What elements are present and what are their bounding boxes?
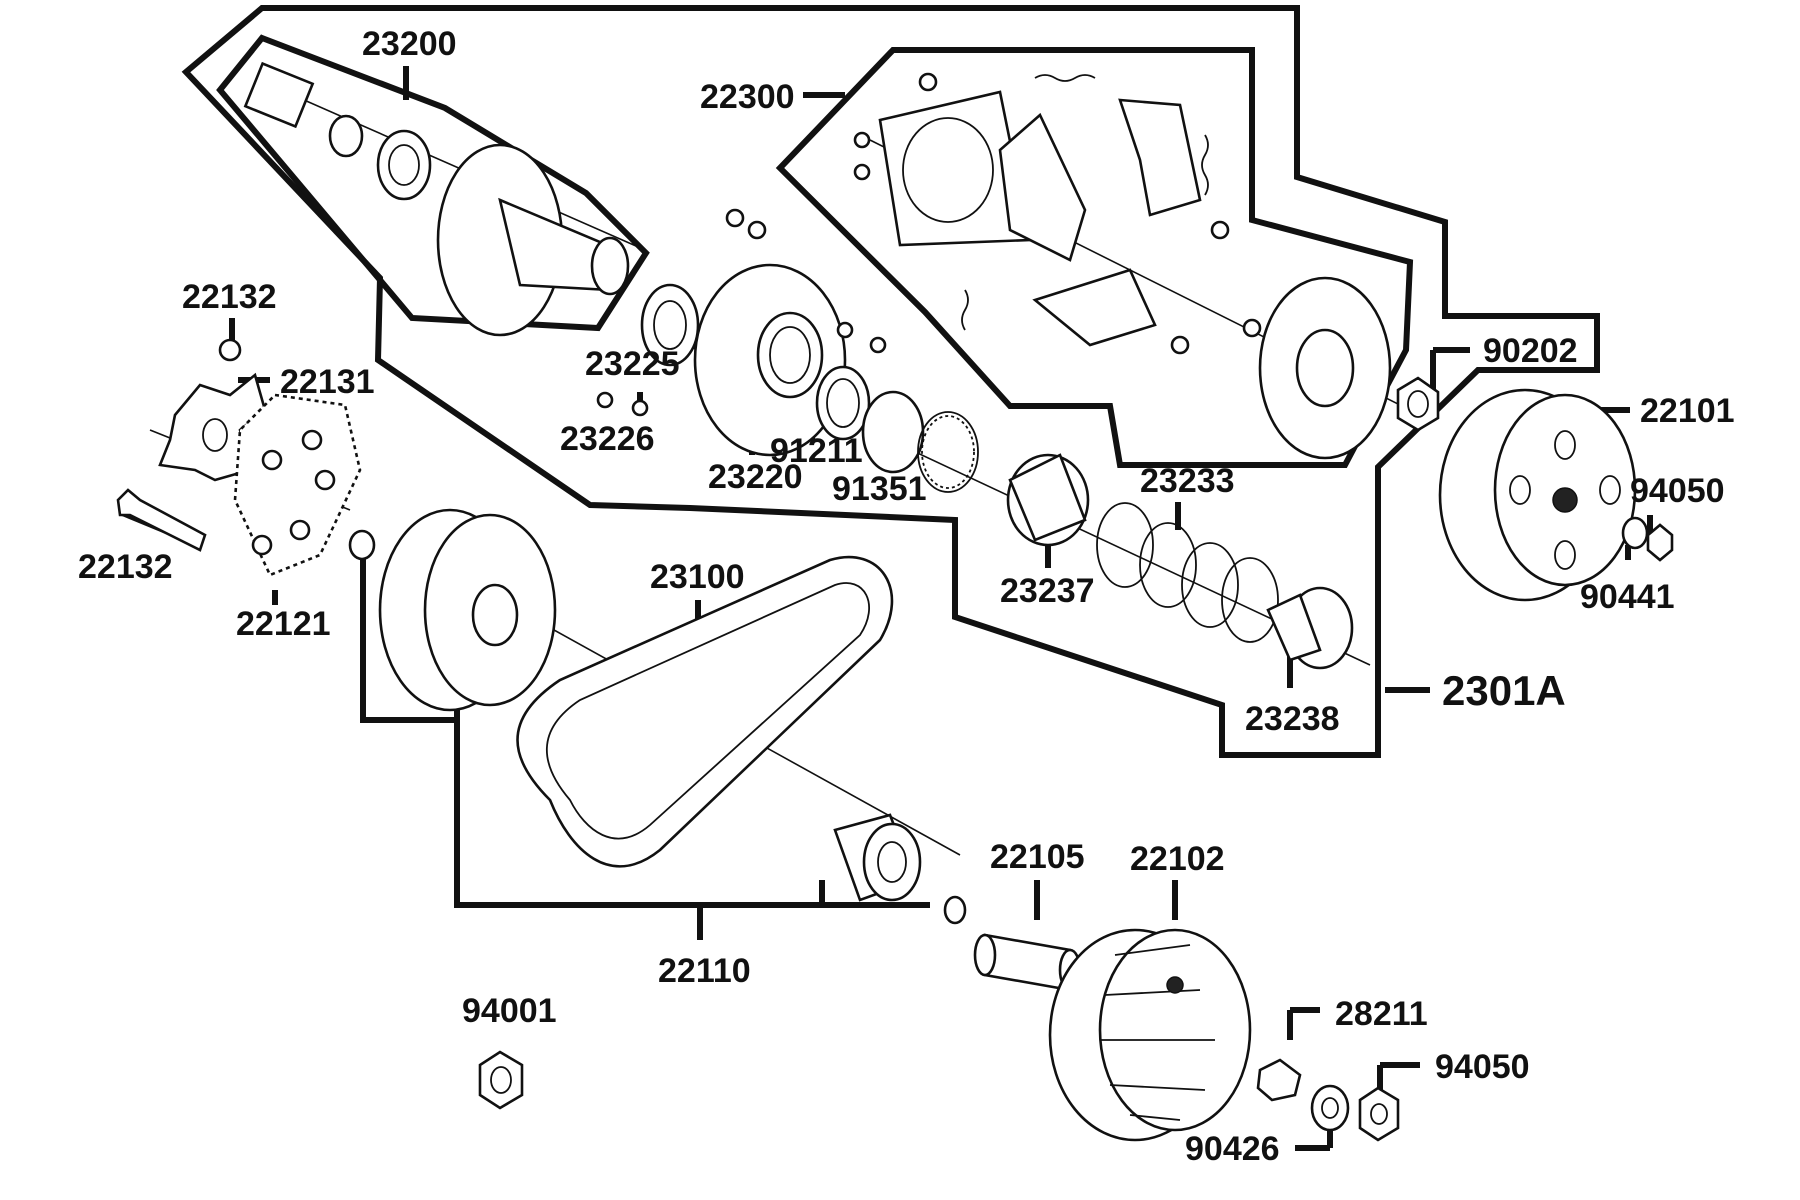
movable-drive-face bbox=[378, 508, 557, 712]
collar-bushing bbox=[833, 813, 967, 925]
group-outline-22110 bbox=[360, 545, 930, 908]
label-23237: 23237 bbox=[1000, 572, 1095, 610]
label-91351: 91351 bbox=[832, 470, 927, 508]
label-28211: 28211 bbox=[1335, 995, 1428, 1033]
label-90441: 90441 bbox=[1580, 578, 1675, 616]
fan-hardware bbox=[1256, 1058, 1400, 1142]
clutch-bell-22101 bbox=[1438, 388, 1637, 602]
label-23226: 23226 bbox=[560, 420, 655, 458]
label-22132-top: 22132 bbox=[182, 278, 277, 316]
label-23233: 23233 bbox=[1140, 462, 1235, 500]
nut-washer-top bbox=[1621, 516, 1674, 562]
label-94050-top: 94050 bbox=[1630, 472, 1725, 510]
label-22121: 22121 bbox=[236, 605, 331, 643]
clutch-assembly bbox=[853, 72, 1392, 460]
label-90202: 90202 bbox=[1483, 332, 1578, 370]
driven-pulley-parts bbox=[596, 208, 979, 493]
group-outline-2301A bbox=[181, 5, 1600, 758]
driven-face-assembly bbox=[243, 61, 630, 337]
ramp-plate-and-rollers bbox=[116, 338, 376, 577]
label-22101: 22101 bbox=[1640, 392, 1735, 430]
label-22300: 22300 bbox=[700, 78, 795, 116]
nut-90202 bbox=[1396, 376, 1440, 432]
label-90426: 90426 bbox=[1185, 1130, 1280, 1168]
group-outline-23200 bbox=[216, 34, 650, 332]
label-22110: 22110 bbox=[658, 952, 751, 990]
label-2301A: 2301A bbox=[1442, 667, 1566, 714]
label-22102: 22102 bbox=[1130, 840, 1225, 878]
label-23225: 23225 bbox=[585, 345, 680, 383]
fan-drive-face-22102 bbox=[1048, 928, 1252, 1142]
label-23220: 23220 bbox=[708, 458, 803, 496]
label-94050-bottom: 94050 bbox=[1435, 1048, 1530, 1086]
label-23238: 23238 bbox=[1245, 700, 1340, 738]
label-91211: 91211 bbox=[770, 432, 863, 470]
label-94001: 94001 bbox=[462, 992, 557, 1030]
group-outline-22300 bbox=[775, 47, 1414, 468]
label-22105: 22105 bbox=[990, 838, 1085, 876]
nut-94001 bbox=[478, 1050, 524, 1110]
label-22132-bottom: 22132 bbox=[78, 548, 173, 586]
spring-and-collars bbox=[1006, 453, 1354, 670]
drive-belt-23100 bbox=[516, 555, 894, 868]
label-23200: 23200 bbox=[362, 25, 457, 63]
label-22131: 22131 bbox=[280, 363, 375, 401]
label-23100: 23100 bbox=[650, 558, 745, 596]
